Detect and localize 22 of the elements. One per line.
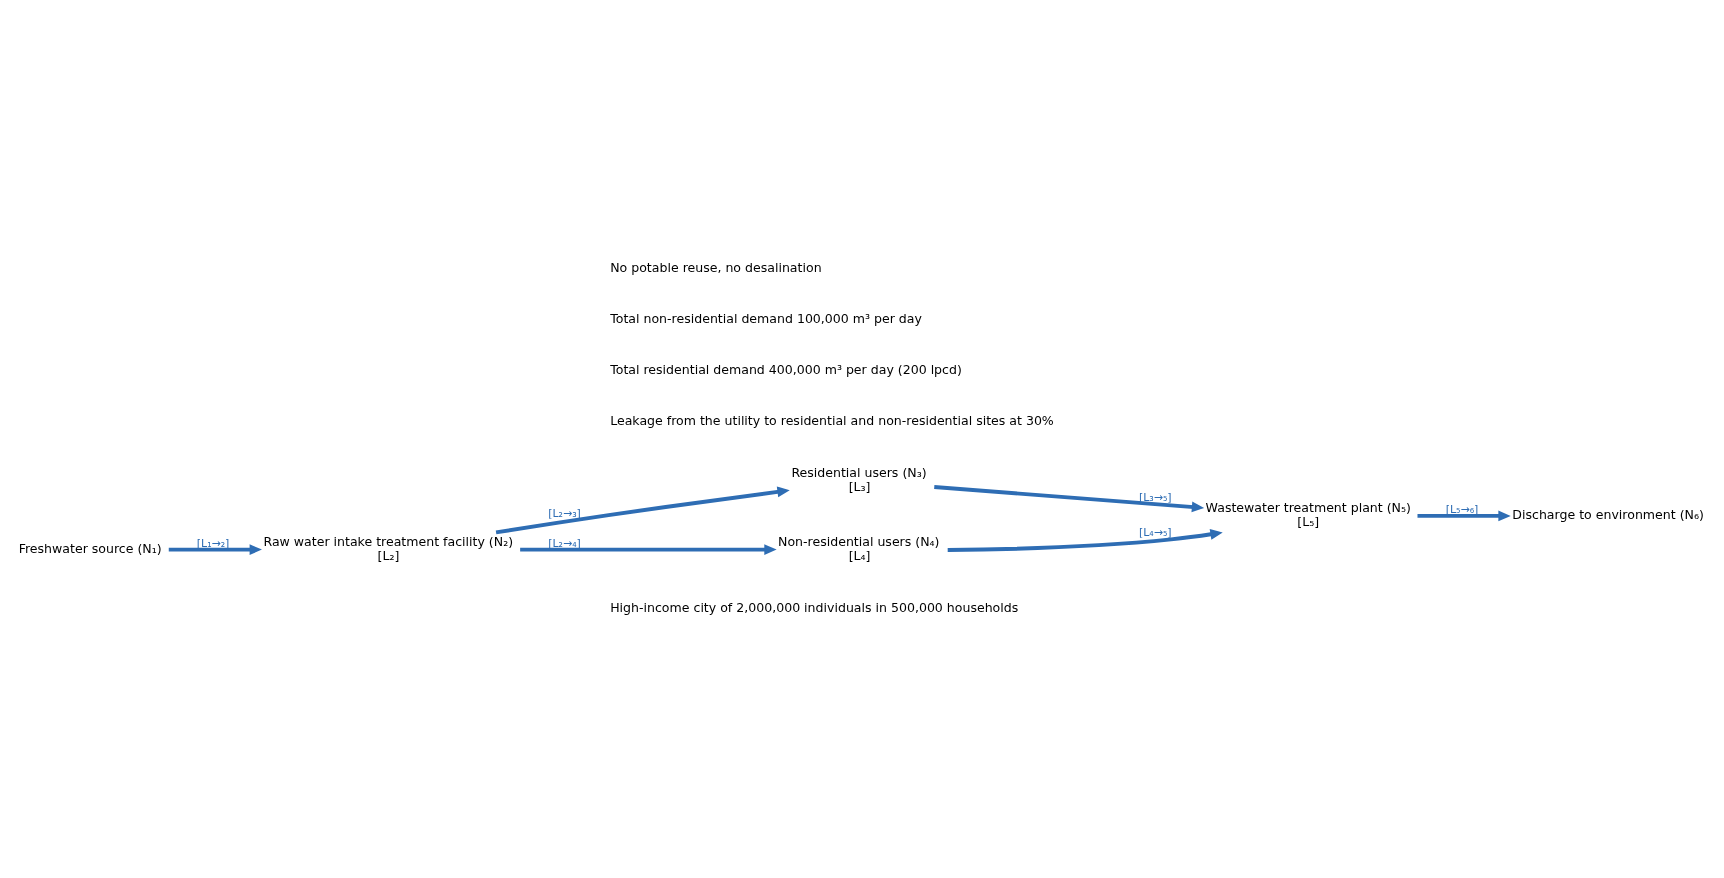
label: High-income city of 2,000,000 individuals in 500,000 households	[610, 600, 1019, 616]
node-text: Discharge to environment (N₆)	[1512, 506, 1704, 522]
arrow	[934, 485, 1205, 513]
arrow	[1417, 510, 1511, 522]
arrow	[168, 544, 262, 555]
label: No potable reuse, no desalination	[610, 259, 822, 275]
node-text: Freshwater source (N₁)	[18, 540, 162, 556]
edge-label: [L₂→₃]	[548, 506, 581, 520]
arrow	[947, 528, 1223, 552]
label: Total non-residential demand 100,000 m³ per day	[610, 310, 922, 326]
arrow	[520, 544, 777, 555]
node-text: Wastewater treatment plant (N₅) [L₅]	[1205, 499, 1411, 529]
node-text: Raw water intake treatment facility (N₂) [L₂]	[263, 533, 514, 563]
edge-label: [L₅→₆]	[1445, 502, 1479, 516]
node-text: Residential users (N₃) [L₃]	[791, 465, 927, 495]
label: Leakage from the utility to residential and non-residential sites at 30%	[610, 412, 1054, 428]
edge-label: [L₄→₅]	[1138, 526, 1172, 540]
label: Total residential demand 400,000 m³ per day (200 lpcd)	[610, 361, 962, 377]
edge-label: [L₁→₂]	[196, 536, 230, 550]
node-text: Non-residential users (N₄) [L₄]	[778, 533, 940, 563]
arrow	[495, 486, 790, 535]
edge-label: [L₃→₅]	[1138, 491, 1172, 505]
